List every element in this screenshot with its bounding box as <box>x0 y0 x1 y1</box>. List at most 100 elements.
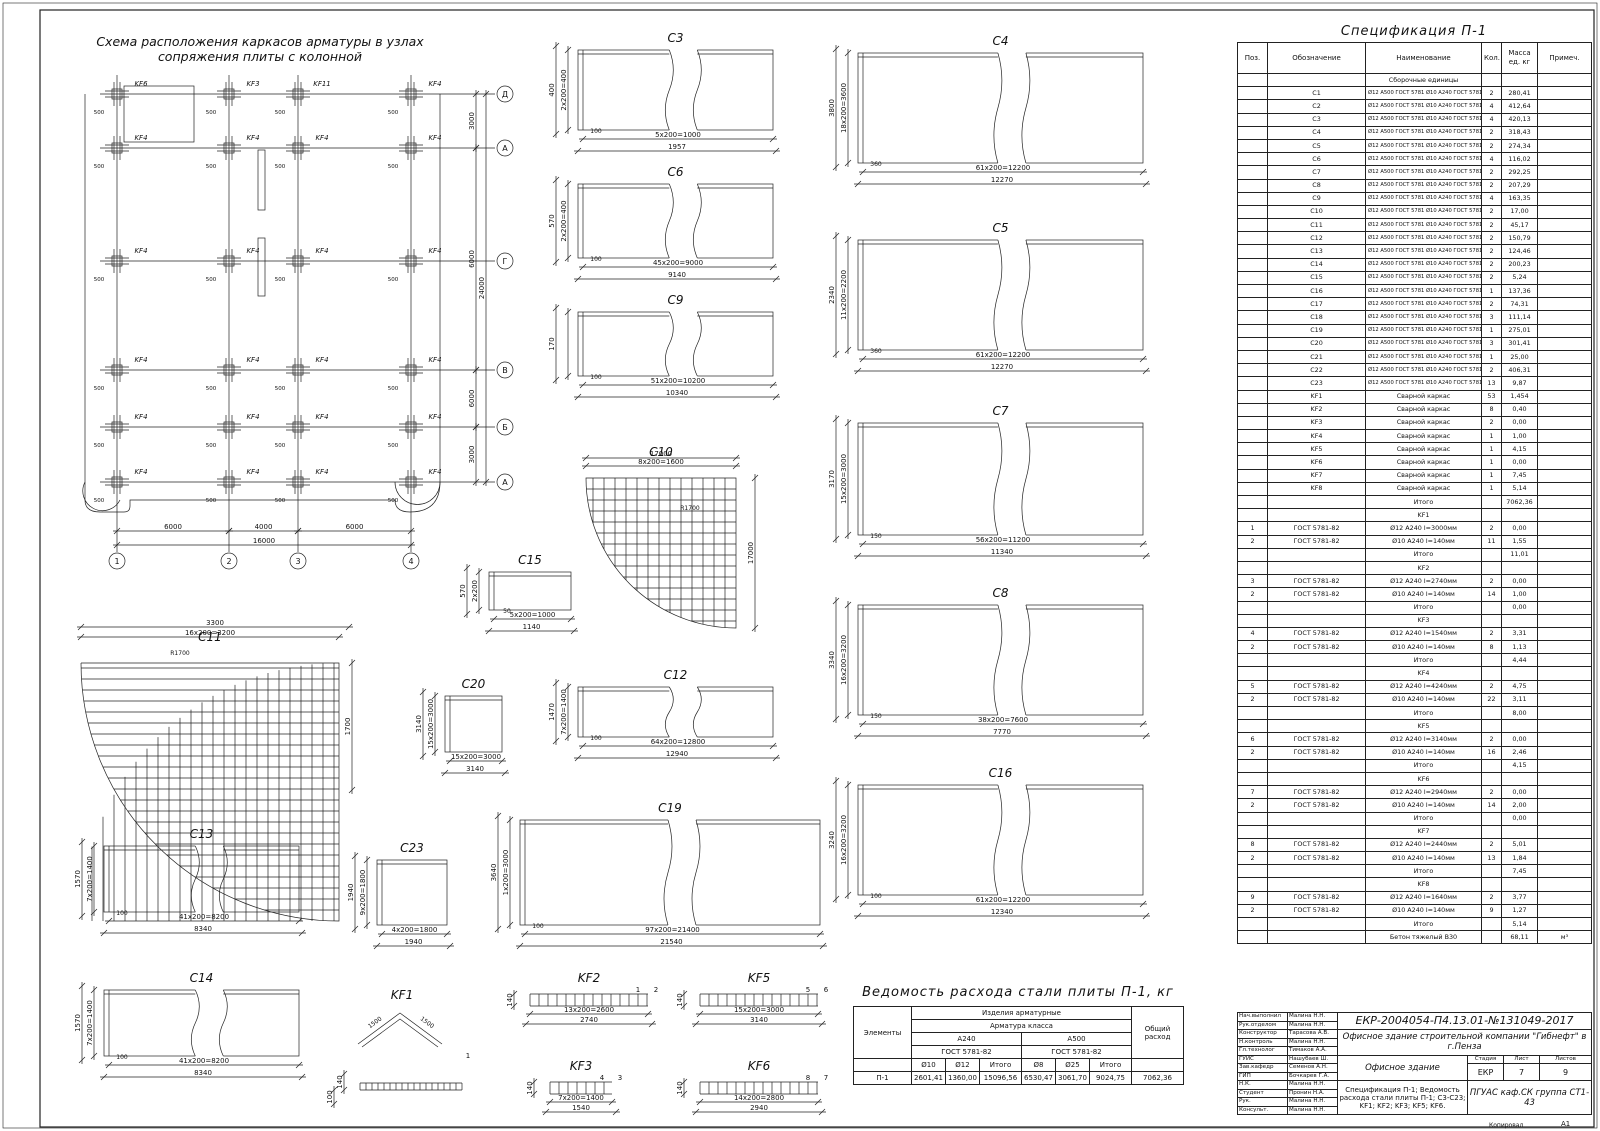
dim-label: 7x200=1400 <box>560 689 568 735</box>
mesh-title: C8 <box>992 586 1008 600</box>
axis-bubble-col <box>108 552 126 570</box>
slab-opening <box>123 85 195 143</box>
break-line <box>664 49 674 131</box>
dim-label: 3170 <box>828 470 836 488</box>
dim-label: 3000 <box>468 446 476 464</box>
spec-cell <box>1481 758 1502 773</box>
break-line <box>218 845 228 913</box>
spec-cell <box>1537 178 1592 193</box>
dim-label: 1500 <box>367 1015 384 1030</box>
spec-cell: 2 <box>1237 851 1268 866</box>
spec-header-1: Обозначение <box>1267 42 1366 74</box>
spec-header-4: Масса ед. кг <box>1501 42 1538 74</box>
dim-tick <box>844 346 852 354</box>
steel-value: 15096,56 <box>979 1071 1022 1085</box>
dim-label: 2740 <box>580 1016 598 1024</box>
steel-value: 6530,47 <box>1021 1071 1056 1085</box>
dim-tick <box>832 232 840 240</box>
spec-cell: C16 <box>1267 283 1366 299</box>
break-mask <box>997 784 1026 896</box>
dim-tick <box>832 777 840 785</box>
stamp-person: Пронин Н.А. <box>1287 1088 1338 1098</box>
spec-row: KF7 <box>1237 824 1592 839</box>
dim-label: 56x200=11200 <box>976 536 1031 544</box>
spec-cell <box>1537 587 1592 602</box>
dim-tick <box>446 942 454 950</box>
spec-cell <box>1237 442 1268 457</box>
spec-cell: 1 <box>1481 349 1502 365</box>
spec-cell <box>1267 930 1366 945</box>
spec-cell: C23 <box>1267 376 1366 391</box>
kf-label: KF4 <box>428 80 441 88</box>
spec-cell: Итого <box>1365 600 1482 615</box>
spec-cell: 2 <box>1237 745 1268 760</box>
node-dim: 500 <box>94 164 105 170</box>
dim-tick <box>1142 180 1150 188</box>
slab-outline <box>84 94 441 513</box>
dim-label: 1470 <box>548 703 556 721</box>
stamp-person: Малина Н.Н. <box>1287 1020 1338 1030</box>
dim-label: 140 <box>676 1081 684 1094</box>
column-node <box>223 142 235 154</box>
node-dim: 500 <box>388 164 399 170</box>
spec-cell: 1,454 <box>1501 389 1538 404</box>
dim-tick <box>818 1020 826 1028</box>
dim-tick <box>407 541 415 549</box>
spec-cell: C18 <box>1267 310 1366 325</box>
dim-label: 97x200=21400 <box>645 926 700 934</box>
spec-cell: 4 <box>1481 112 1502 127</box>
dim-label: 18x200=3600 <box>840 83 848 133</box>
dim-tick <box>844 891 852 899</box>
dim-tick <box>844 419 852 427</box>
dim-label: 12270 <box>991 176 1013 184</box>
spec-cell: C15 <box>1267 270 1366 286</box>
dim-tick <box>105 1061 113 1069</box>
spec-cell: ГОСТ 5781-82 <box>1267 785 1366 800</box>
break-mask <box>669 311 698 377</box>
spec-cell <box>1537 705 1592 721</box>
break-line <box>664 183 674 259</box>
spec-cell <box>1481 666 1502 681</box>
dim-tick <box>832 45 840 53</box>
dim-tick <box>574 275 582 283</box>
axis-bubble-row <box>496 139 514 157</box>
steel-sub-header: Итого <box>979 1058 1022 1072</box>
dim-tick <box>832 895 840 903</box>
spec-cell <box>1237 481 1268 497</box>
dim-tick <box>77 623 85 631</box>
spec-cell <box>1481 508 1502 523</box>
cage-title: KF2 <box>578 971 600 985</box>
spec-cell: 2 <box>1237 798 1268 813</box>
dim-label: 6000 <box>468 390 476 408</box>
spec-cell <box>1537 837 1592 853</box>
spec-cell: Сварной каркас <box>1365 442 1482 457</box>
spec-cell <box>1537 336 1592 351</box>
spec-cell <box>1537 152 1592 167</box>
node-dim: 500 <box>275 110 286 116</box>
dim-label: 2x200=400 <box>560 200 568 241</box>
column-node <box>111 255 123 267</box>
stamp-role: Рук.отделом <box>1237 1020 1288 1030</box>
axis-bubble-col <box>220 552 238 570</box>
spec-cell: 45,17 <box>1501 218 1538 233</box>
dim-tick <box>844 711 852 719</box>
spec-cell: 2 <box>1481 244 1502 259</box>
kf-label: KF4 <box>315 134 328 142</box>
spec-cell: Итого <box>1365 758 1482 773</box>
dim-label: 100 <box>532 923 544 930</box>
mesh-title: C10 <box>649 445 673 459</box>
mesh-title: C13 <box>190 827 214 841</box>
spec-cell <box>1267 758 1366 773</box>
dim-label: 3140 <box>415 715 423 733</box>
spec-cell <box>1537 877 1592 892</box>
dim-tick <box>506 921 514 929</box>
dim-label: 16x200=3200 <box>185 629 235 637</box>
kf-label: KF4 <box>246 247 259 255</box>
axis-label-col: 3 <box>295 557 300 566</box>
